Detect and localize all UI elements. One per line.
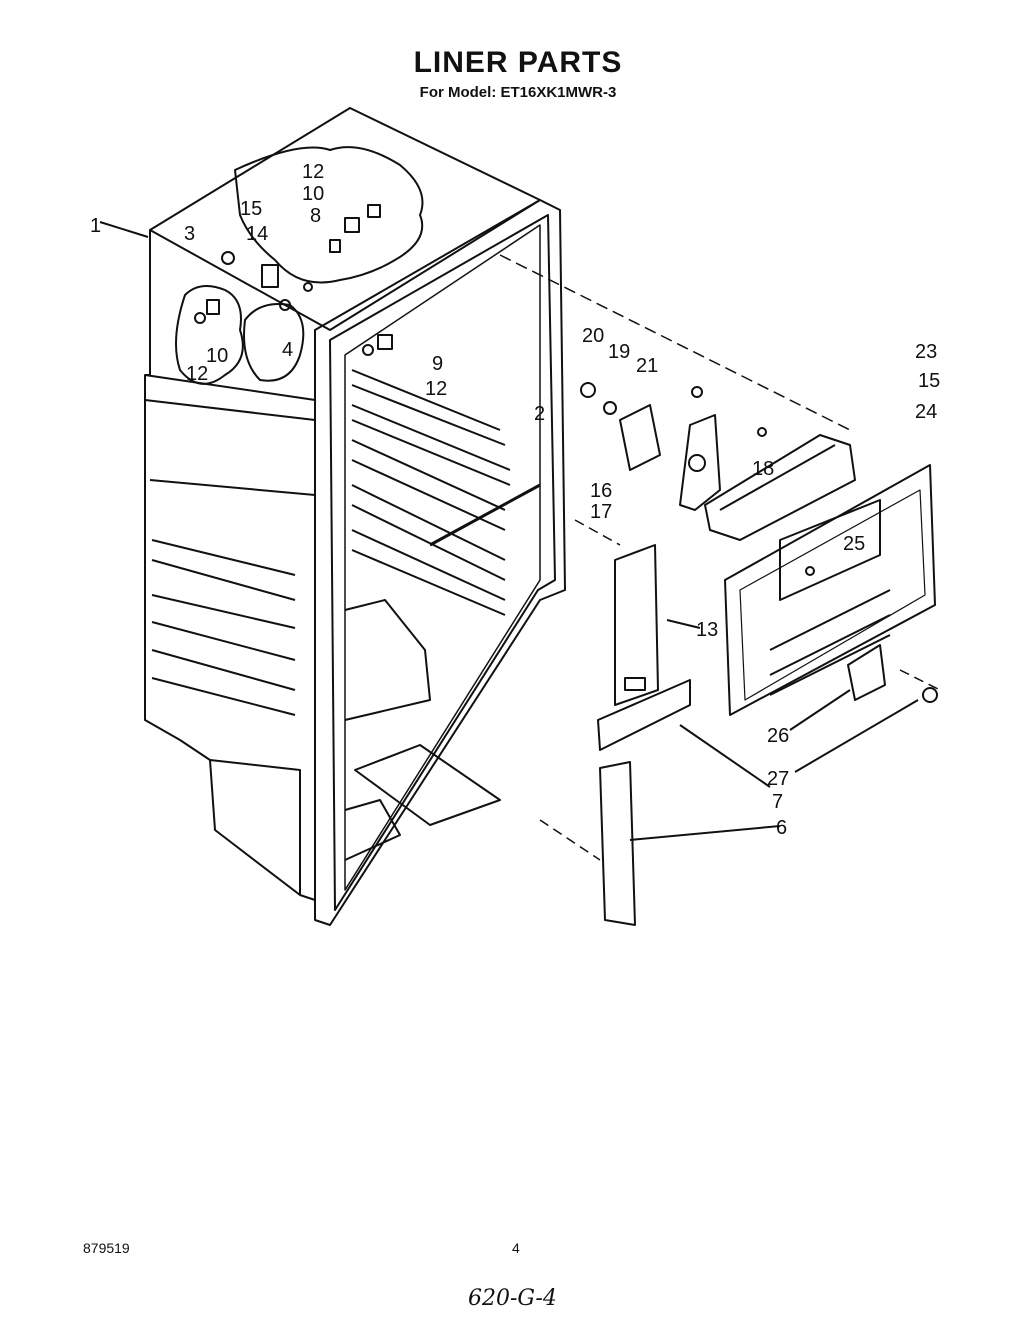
callout-label: 7 [772,791,783,813]
callout-label: 15 [240,198,262,220]
document-number: 879519 [83,1240,130,1256]
callout-label: 15 [918,370,940,392]
callout-label: 8 [310,205,321,227]
page-number: 4 [512,1240,520,1256]
fan-motor [619,404,661,471]
callout-label: 26 [767,725,789,747]
fan-grommet [580,382,596,398]
callout-label: 12 [186,363,208,385]
callout-label: 25 [843,533,865,555]
evaporator-cover [724,464,936,716]
callout-label: 12 [425,378,447,400]
cutaway-top [234,146,424,284]
page-title: LINER PARTS [413,46,623,79]
callout-labels: 1 3 15 14 12 10 8 12 10 4 9 12 2 20 19 2… [90,161,940,839]
callout-label: 24 [915,401,937,423]
callout-label: 21 [636,355,658,377]
callout-label: 4 [282,339,293,361]
handwritten-note: 620-G-4 [468,1286,557,1311]
callout-label: 6 [776,817,787,839]
callout-label: 18 [752,458,774,480]
cutaway-side [175,285,244,385]
panel-13 [614,544,659,706]
callout-label: 1 [90,215,101,237]
callout-label: 20 [582,325,604,347]
model-subtitle: For Model: ET16XK1MWR-3 [419,84,617,101]
callout-label: 3 [184,223,195,245]
callout-label: 17 [590,501,612,523]
callout-label: 10 [206,345,228,367]
callout-label: 23 [915,341,937,363]
callout-label: 12 [302,161,324,183]
callout-label: 10 [302,183,324,205]
fan-housing [704,434,856,541]
callout-label: 13 [696,619,718,641]
callout-label: 16 [590,480,612,502]
panel-6 [599,761,636,926]
bracket-7 [597,679,691,751]
callout-label: 14 [246,223,268,245]
callout-label: 27 [767,768,789,790]
callout-label: 2 [534,403,545,425]
door-frame [314,199,566,926]
callout-label: 9 [432,353,443,375]
callout-label: 19 [608,341,630,363]
